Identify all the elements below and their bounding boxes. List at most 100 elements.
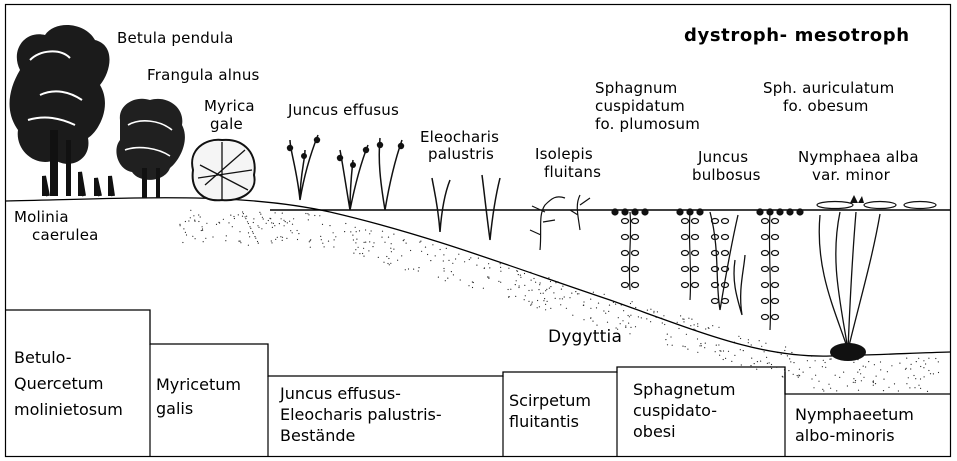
stipple-dot bbox=[232, 226, 233, 227]
stipple-dot bbox=[583, 301, 584, 302]
stipple-dot bbox=[899, 363, 900, 364]
stipple-dot bbox=[853, 378, 854, 379]
stipple-dot bbox=[873, 381, 874, 382]
stipple-dot bbox=[791, 352, 792, 353]
sphagnum-leaf bbox=[622, 219, 629, 224]
stipple-dot bbox=[216, 224, 217, 225]
stipple-dot bbox=[847, 385, 848, 386]
stipple-dot bbox=[725, 358, 726, 359]
stipple-dot bbox=[528, 290, 529, 291]
stipple-dot bbox=[382, 231, 383, 232]
stipple-dot bbox=[818, 381, 819, 382]
stipple-dot bbox=[350, 231, 351, 232]
stipple-dot bbox=[938, 372, 939, 373]
stipple-dot bbox=[743, 350, 744, 351]
stipple-dot bbox=[598, 303, 599, 304]
sphagnum-leaf bbox=[692, 235, 699, 240]
stipple-dot bbox=[797, 375, 798, 376]
community-label: Sphagnetum cuspidato- obesi bbox=[633, 379, 735, 442]
stipple-dot bbox=[803, 372, 804, 373]
stipple-dot bbox=[386, 256, 387, 257]
stipple-dot bbox=[650, 321, 651, 322]
stipple-dot bbox=[260, 214, 261, 215]
stipple-dot bbox=[202, 228, 203, 229]
label-sph-auriculatum-2: fo. obesum bbox=[783, 97, 869, 116]
stipple-dot bbox=[650, 309, 651, 310]
sphagnum-cap bbox=[612, 209, 618, 215]
stipple-dot bbox=[487, 276, 488, 277]
stipple-dot bbox=[180, 225, 181, 226]
stipple-dot bbox=[368, 250, 369, 251]
stipple-dot bbox=[923, 367, 924, 368]
stipple-dot bbox=[489, 267, 490, 268]
stipple-dot bbox=[468, 285, 469, 286]
stipple-dot bbox=[657, 311, 658, 312]
stipple-dot bbox=[607, 322, 608, 323]
stipple-dot bbox=[401, 255, 402, 256]
stipple-dot bbox=[938, 361, 939, 362]
stipple-dot bbox=[406, 243, 407, 244]
stipple-dot bbox=[559, 298, 560, 299]
stipple-dot bbox=[273, 223, 274, 224]
stipple-dot bbox=[535, 282, 536, 283]
stipple-dot bbox=[550, 281, 551, 282]
stipple-dot bbox=[930, 373, 931, 374]
stipple-dot bbox=[240, 241, 241, 242]
stipple-dot bbox=[813, 387, 814, 388]
stipple-dot bbox=[906, 358, 907, 359]
stipple-dot bbox=[283, 220, 284, 221]
stipple-dot bbox=[680, 315, 681, 316]
stipple-dot bbox=[861, 380, 862, 381]
stipple-dot bbox=[455, 258, 456, 259]
stipple-dot bbox=[359, 253, 360, 254]
stipple-dot bbox=[566, 308, 567, 309]
sphagnum-leaf bbox=[762, 251, 769, 256]
stipple-dot bbox=[908, 377, 909, 378]
stipple-dot bbox=[751, 358, 752, 359]
stipple-dot bbox=[322, 224, 323, 225]
stipple-dot bbox=[297, 239, 298, 240]
sphagnum-leaf bbox=[762, 219, 769, 224]
stipple-dot bbox=[562, 298, 563, 299]
stipple-dot bbox=[699, 345, 700, 346]
stipple-dot bbox=[253, 233, 254, 234]
stipple-dot bbox=[665, 339, 666, 340]
stipple-dot bbox=[760, 361, 761, 362]
sphagnum-leaf bbox=[682, 219, 689, 224]
stipple-dot bbox=[719, 355, 720, 356]
stipple-dot bbox=[754, 363, 755, 364]
sphagnum-leaf bbox=[682, 235, 689, 240]
stipple-dot bbox=[443, 268, 444, 269]
sphagnum-leaf bbox=[632, 219, 639, 224]
sphagnum-leaf bbox=[772, 267, 779, 272]
stipple-dot bbox=[787, 355, 788, 356]
sphagnum-leaf bbox=[622, 283, 629, 288]
community-label: Betulo- Quercetum molinietosum bbox=[14, 345, 123, 423]
stipple-dot bbox=[476, 265, 477, 266]
stipple-dot bbox=[723, 359, 724, 360]
eleocharis-plants bbox=[432, 175, 500, 240]
stipple-dot bbox=[388, 237, 389, 238]
stipple-dot bbox=[748, 339, 749, 340]
stipple-dot bbox=[883, 379, 884, 380]
stipple-dot bbox=[880, 361, 881, 362]
stipple-dot bbox=[443, 260, 444, 261]
stipple-dot bbox=[378, 257, 379, 258]
stipple-dot bbox=[524, 299, 525, 300]
stipple-dot bbox=[355, 227, 356, 228]
label-juncus-effusus: Juncus effusus bbox=[288, 101, 399, 120]
stipple-dot bbox=[531, 303, 532, 304]
stipple-dot bbox=[307, 213, 308, 214]
stipple-dot bbox=[435, 255, 436, 256]
stipple-dot bbox=[807, 360, 808, 361]
stipple-dot bbox=[198, 221, 199, 222]
stipple-dot bbox=[230, 215, 231, 216]
stipple-dot bbox=[440, 249, 441, 250]
stipple-dot bbox=[860, 373, 861, 374]
community-label: Juncus effusus- Eleocharis palustris- Be… bbox=[280, 383, 442, 446]
stipple-dot bbox=[389, 264, 390, 265]
stipple-dot bbox=[678, 328, 679, 329]
label-isolepis-1: Isolepis bbox=[535, 145, 593, 164]
stipple-dot bbox=[391, 243, 392, 244]
stipple-dot bbox=[280, 236, 281, 237]
